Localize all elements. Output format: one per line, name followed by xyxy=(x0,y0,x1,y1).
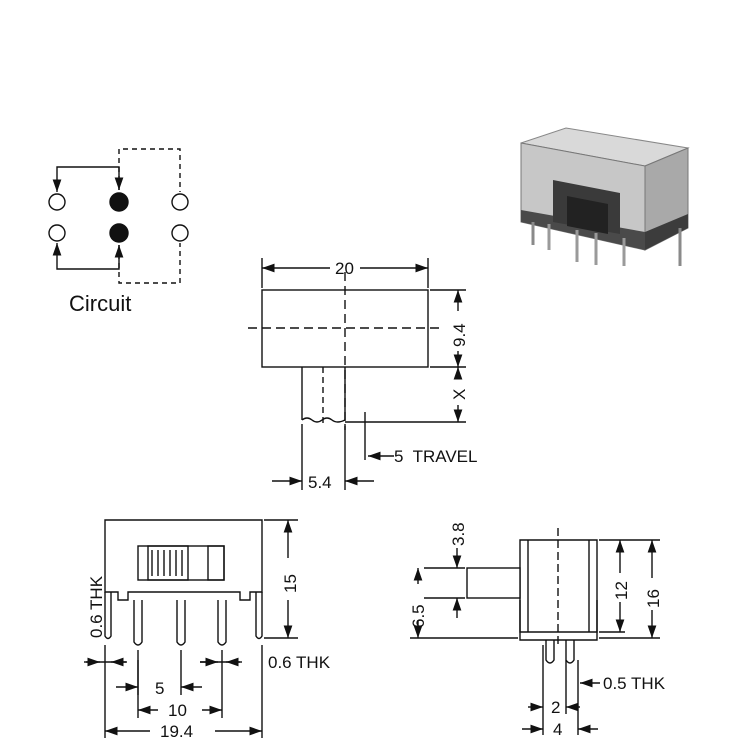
pin xyxy=(217,600,227,646)
terminal-circle xyxy=(171,193,189,211)
pin xyxy=(176,600,186,646)
dim-pin-thickness-left: 0.6 THK xyxy=(87,575,106,638)
side-lever xyxy=(466,567,521,599)
dim-height: 9.4 xyxy=(450,323,469,347)
common-terminal xyxy=(109,192,129,212)
pin xyxy=(545,640,555,664)
pin xyxy=(255,592,263,640)
terminal-circle xyxy=(48,224,66,242)
side-view xyxy=(410,528,660,735)
dim-lever-width: 5.4 xyxy=(308,473,332,492)
circuit-link-dashed xyxy=(118,243,181,284)
dim-lever-level: 6.5 xyxy=(409,604,428,628)
dim-pin-spacing: 2 xyxy=(551,698,560,717)
front-view xyxy=(84,519,298,738)
pin xyxy=(104,592,112,640)
terminal-circle xyxy=(48,193,66,211)
dim-pin-thickness-right: 0.6 THK xyxy=(268,653,331,672)
circuit-diagram xyxy=(48,148,189,284)
dim-pin-thickness: 0.5 THK xyxy=(603,674,666,693)
dim-lever-height: 3.8 xyxy=(449,522,468,546)
dim-travel: 5 TRAVEL xyxy=(394,447,477,466)
dim-overall-height: 16 xyxy=(644,589,663,608)
actuator xyxy=(147,545,189,581)
pin xyxy=(133,600,143,646)
dim-pitch: 5 xyxy=(155,679,164,698)
dim-outer-pitch: 10 xyxy=(168,701,187,720)
dim-width: 20 xyxy=(335,259,354,278)
pin xyxy=(565,640,575,664)
dim-pin-outer: 4 xyxy=(553,720,562,739)
top-view xyxy=(248,258,466,490)
dim-body-height: 12 xyxy=(612,581,631,600)
dim-offset: X xyxy=(450,389,469,400)
dim-overall-width: 19.4 xyxy=(160,722,193,741)
front-view-body xyxy=(104,519,263,601)
circuit-link-dashed xyxy=(118,148,181,192)
circuit-link xyxy=(52,243,124,270)
switch-photo xyxy=(520,127,690,266)
common-terminal xyxy=(109,223,129,243)
circuit-link xyxy=(52,166,124,192)
dim-front-height: 15 xyxy=(281,574,300,593)
circuit-caption: Circuit xyxy=(69,291,131,316)
terminal-circle xyxy=(171,224,189,242)
